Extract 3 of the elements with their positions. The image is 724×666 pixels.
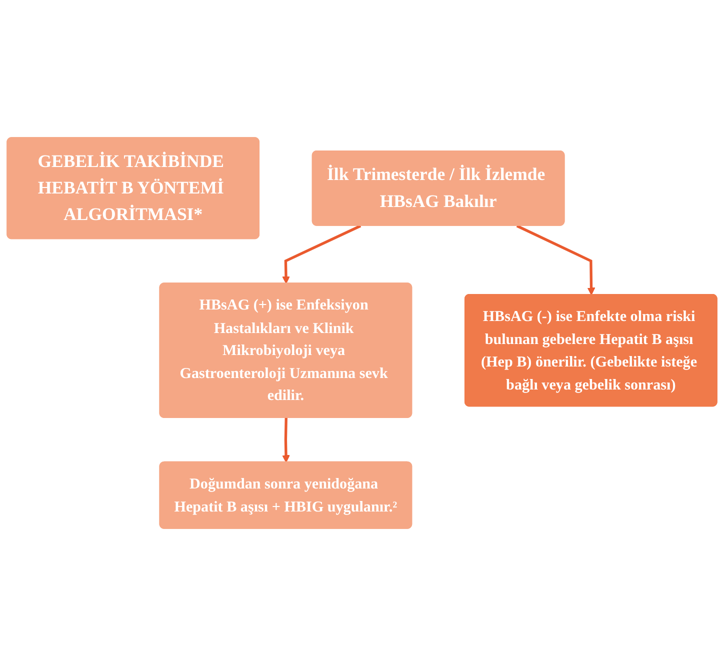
arrow [282, 418, 290, 463]
arrow [282, 224, 362, 284]
arrow [516, 224, 596, 296]
